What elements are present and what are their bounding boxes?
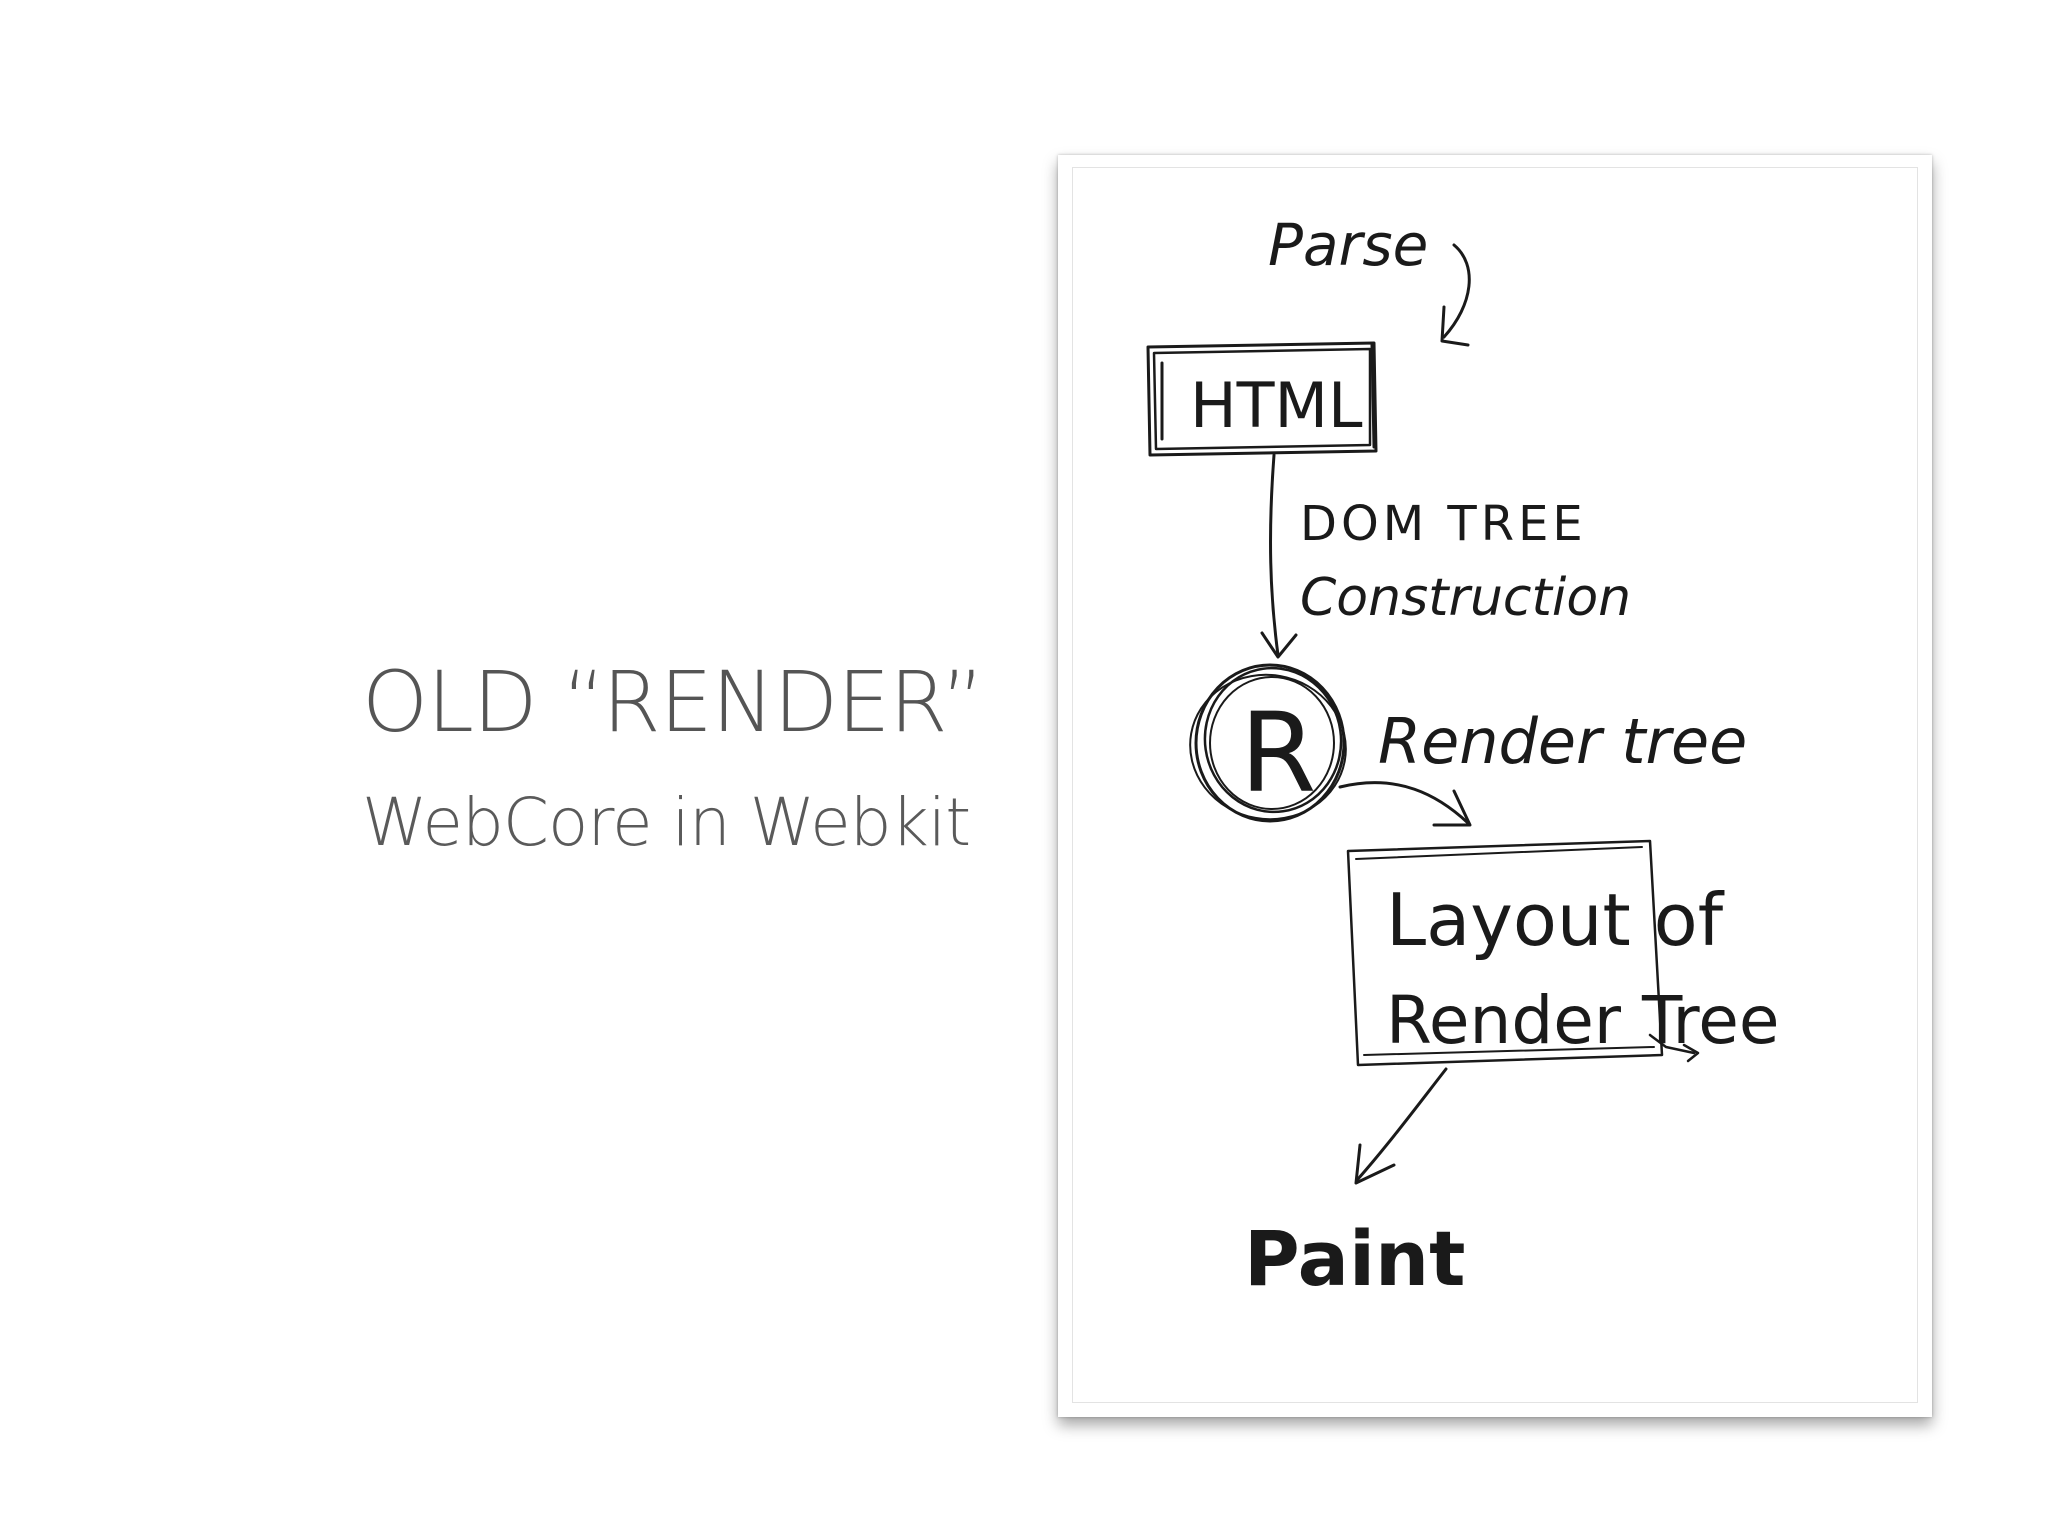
render-node [1189,663,1347,823]
sketch-photo-paper [1072,167,1918,1403]
paint-arrow-head [1354,1143,1396,1185]
layout-label-line1: Layout of [1386,878,1725,962]
sketch-photo-frame: Parse HTML DOM TREE Construction [1058,155,1932,1417]
dom-arrow [1269,453,1280,657]
dom-tree-label-line1: DOM TREE [1300,496,1587,552]
html-box [1146,341,1378,457]
parse-arrow [1442,243,1471,339]
render-tree-label: Render tree [1378,705,1747,778]
paint-arrow [1356,1067,1448,1181]
layout-box [1346,839,1700,1067]
dom-tree-label-line2: Construction [1300,568,1631,628]
layout-label-line2: Render Tree [1386,982,1779,1059]
render-pipeline-sketch: Parse HTML DOM TREE Construction [1146,211,1779,1303]
parse-arrow-head [1440,305,1470,347]
parse-label: Parse [1268,211,1428,279]
render-arrow [1338,781,1470,825]
render-arrow-head [1432,789,1472,827]
slide-subtitle: WebCore in Webkit [362,784,971,861]
slide-title: OLD “RENDER” [362,653,985,751]
html-box-label: HTML [1190,369,1363,442]
dom-arrow-head [1260,631,1298,659]
paint-label: Paint [1244,1214,1465,1303]
render-node-letter: R [1240,689,1316,817]
